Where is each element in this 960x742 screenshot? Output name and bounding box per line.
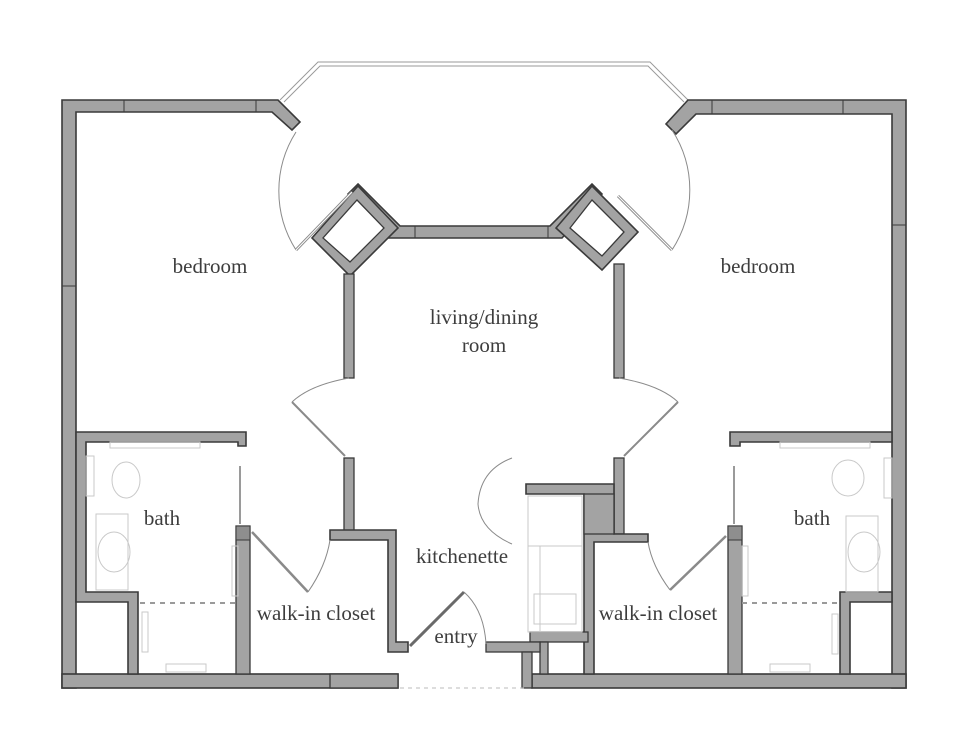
label-living-room: room: [462, 333, 506, 357]
bedroom-left-door[interactable]: [278, 131, 354, 252]
left-bath-fixtures: [85, 441, 241, 673]
left-bath-walls: [75, 431, 409, 689]
bay-window: [279, 61, 689, 103]
left-closet-door[interactable]: [251, 531, 331, 593]
right-bath-walls: [485, 431, 893, 689]
label-bath-left: bath: [144, 506, 181, 530]
exterior-walls: [61, 99, 907, 689]
right-closet-door[interactable]: [647, 535, 727, 591]
living-room-walls: [310, 182, 640, 537]
label-closet-left: walk-in closet: [257, 601, 376, 625]
entry-door[interactable]: [400, 590, 528, 689]
kitchenette-fixtures: [477, 457, 583, 633]
bedroom-right-door[interactable]: [616, 129, 691, 252]
living-left-door[interactable]: [291, 377, 350, 457]
label-living-dining: living/dining: [430, 305, 539, 329]
label-bedroom-right: bedroom: [721, 254, 796, 278]
label-entry: entry: [434, 624, 478, 648]
right-bath-fixtures: [733, 441, 893, 673]
label-kitchenette: kitchenette: [416, 544, 508, 568]
label-bedroom-left: bedroom: [173, 254, 248, 278]
label-bath-right: bath: [794, 506, 831, 530]
label-closet-right: walk-in closet: [599, 601, 718, 625]
living-right-door[interactable]: [618, 377, 679, 457]
